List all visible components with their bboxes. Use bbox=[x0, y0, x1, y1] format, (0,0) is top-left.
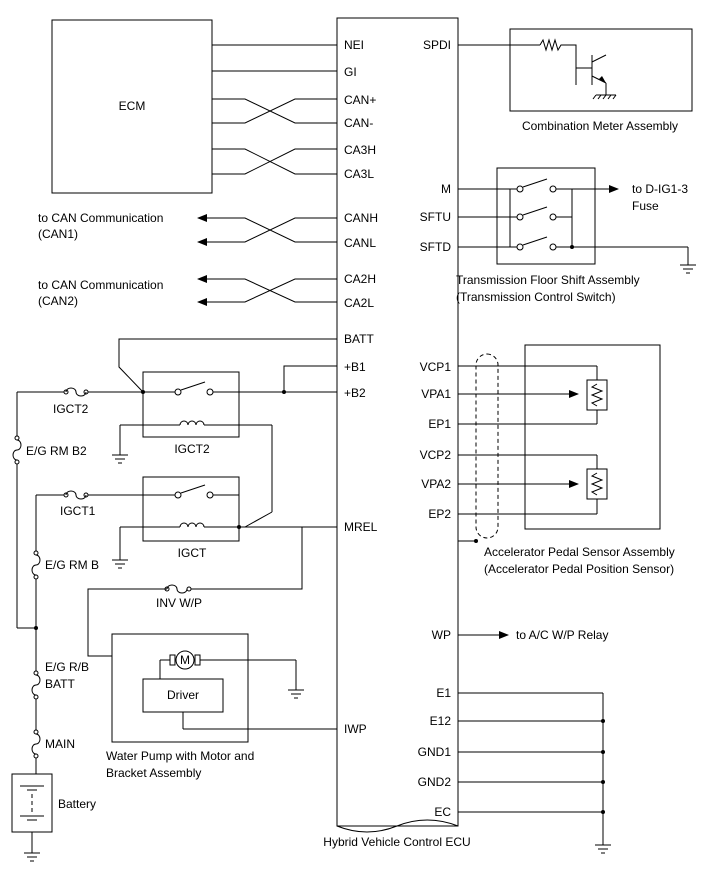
pin-gnd1: GND1 bbox=[418, 745, 452, 759]
power-circuit: IGCT2 IGCT bbox=[87, 338, 337, 657]
combination-meter-label: Combination Meter Assembly bbox=[522, 119, 678, 133]
pin-wp: WP bbox=[432, 628, 451, 642]
pin-can-plus: CAN+ bbox=[344, 93, 376, 107]
pin-canh: CANH bbox=[344, 211, 378, 225]
pin-e12: E12 bbox=[430, 714, 452, 728]
wp-connection: to A/C W/P Relay bbox=[458, 628, 608, 642]
fuse-inv-wp-label: INV W/P bbox=[156, 596, 202, 610]
pin-ca2h: CA2H bbox=[344, 272, 376, 286]
pin-sftd: SFTD bbox=[420, 240, 452, 254]
pin-can-minus: CAN- bbox=[344, 116, 373, 130]
fuse-main-label: MAIN bbox=[45, 737, 75, 751]
pin-sftu: SFTU bbox=[420, 210, 451, 224]
pin-b2: +B2 bbox=[344, 386, 366, 400]
pin-e1: E1 bbox=[436, 686, 451, 700]
fuse-eg-rb-label-line1: E/G R/B bbox=[45, 660, 89, 674]
pin-ca3h: CA3H bbox=[344, 143, 376, 157]
fuse-igct2-label: IGCT2 bbox=[53, 402, 89, 416]
pin-ep2: EP2 bbox=[428, 507, 451, 521]
pin-ep1: EP1 bbox=[428, 417, 451, 431]
ecm-label: ECM bbox=[119, 99, 146, 113]
can2-label-line1: to CAN Communication bbox=[38, 278, 163, 292]
to-fuse-label-line2: Fuse bbox=[632, 199, 659, 213]
battery: Battery bbox=[11, 773, 96, 862]
igct2-relay-label: IGCT2 bbox=[174, 442, 210, 456]
accelerator-sensor: Accelerator Pedal Sensor Assembly (Accel… bbox=[458, 344, 675, 576]
accel-label-line2: (Accelerator Pedal Position Sensor) bbox=[484, 562, 674, 576]
pin-b1: +B1 bbox=[344, 360, 366, 374]
hybrid-ecu: Hybrid Vehicle Control ECU NEI GI CAN+ C… bbox=[323, 17, 471, 849]
ecu-label: Hybrid Vehicle Control ECU bbox=[323, 835, 470, 849]
driver-label: Driver bbox=[167, 688, 199, 702]
water-pump-label-line2: Bracket Assembly bbox=[106, 766, 201, 780]
can2-label-line2: (CAN2) bbox=[38, 294, 78, 308]
can2-connection: to CAN Communication (CAN2) bbox=[38, 275, 337, 308]
can1-label-line2: (CAN1) bbox=[38, 227, 78, 241]
pin-vcp1: VCP1 bbox=[420, 360, 452, 374]
can1-label-line1: to CAN Communication bbox=[38, 211, 163, 225]
pin-vpa2: VPA2 bbox=[421, 477, 451, 491]
pin-ca2l: CA2L bbox=[344, 296, 374, 310]
wp-relay-label: to A/C W/P Relay bbox=[516, 628, 608, 642]
battery-label: Battery bbox=[58, 797, 96, 811]
pin-vcp2: VCP2 bbox=[420, 448, 452, 462]
ecu-grounds bbox=[458, 692, 611, 854]
pin-ca3l: CA3L bbox=[344, 167, 374, 181]
water-pump: M Driver Water Pump with Motor and Brack… bbox=[106, 633, 337, 780]
pin-ec: EC bbox=[434, 805, 451, 819]
pin-spdi: SPDI bbox=[423, 38, 451, 52]
fuse-eg-rm-b2-label: E/G RM B2 bbox=[26, 444, 87, 458]
pin-batt: BATT bbox=[344, 332, 374, 346]
fuse-rail: IGCT2 IGCT1 INV W/P E/G RM B2 E/G RM B bbox=[12, 387, 202, 774]
pin-m: M bbox=[441, 182, 451, 196]
pin-mrel: MREL bbox=[344, 520, 378, 534]
water-pump-label-line1: Water Pump with Motor and bbox=[106, 749, 254, 763]
combination-meter: Combination Meter Assembly bbox=[458, 28, 693, 133]
shift-assembly: to D-IG1-3 Fuse Transmission Floor Shift… bbox=[456, 167, 696, 304]
motor-symbol: M bbox=[180, 653, 190, 667]
shift-label-line2: (Transmission Control Switch) bbox=[456, 290, 616, 304]
pin-vpa1: VPA1 bbox=[421, 387, 451, 401]
can1-connection: to CAN Communication (CAN1) bbox=[38, 211, 337, 246]
igct-relay-label: IGCT bbox=[178, 546, 207, 560]
fuse-eg-rm-b-label: E/G RM B bbox=[45, 558, 99, 572]
fuse-eg-rb-label-line2: BATT bbox=[45, 677, 75, 691]
ecm-block: ECM bbox=[51, 19, 337, 194]
pin-nei: NEI bbox=[344, 38, 364, 52]
pin-gnd2: GND2 bbox=[418, 775, 452, 789]
shift-label-line1: Transmission Floor Shift Assembly bbox=[456, 273, 640, 287]
to-fuse-label-line1: to D-IG1-3 bbox=[632, 182, 688, 196]
fuse-igct1-label: IGCT1 bbox=[60, 504, 96, 518]
pin-canl: CANL bbox=[344, 236, 376, 250]
pin-iwp: IWP bbox=[344, 722, 367, 736]
accel-label-line1: Accelerator Pedal Sensor Assembly bbox=[484, 545, 675, 559]
pin-gi: GI bbox=[344, 65, 357, 79]
